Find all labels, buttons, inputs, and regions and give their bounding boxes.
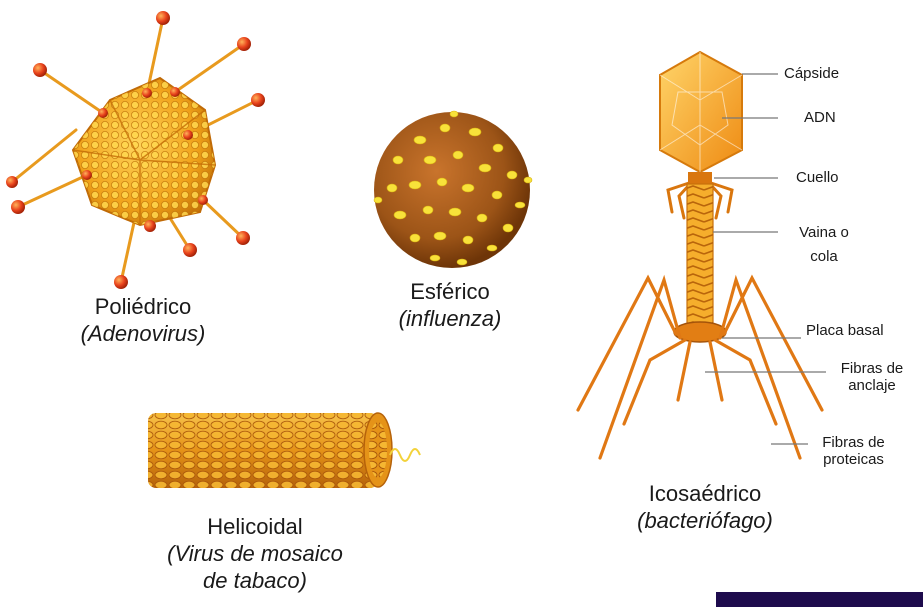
- label-anchor-fibers-line2: anclaje: [826, 377, 918, 394]
- label-dna: ADN: [804, 109, 836, 126]
- spherical-envelope: [374, 112, 530, 268]
- label-sheath-line1: Vaina o: [784, 224, 864, 241]
- icosahedral-name: Icosaédrico: [649, 481, 762, 506]
- label-protein-fibers: Fibras de proteicas: [806, 434, 901, 468]
- icosahedral-example: (bacteriófago): [600, 507, 810, 534]
- icosahedral-caption: Icosaédrico (bacteriófago): [600, 480, 810, 534]
- label-capsid: Cápside: [784, 65, 839, 82]
- helical-virus: [148, 413, 420, 488]
- helical-rna-strand: [390, 449, 420, 461]
- polyhedral-virus: [6, 11, 265, 289]
- label-protein-fibers-line1: Fibras de: [806, 434, 901, 451]
- spherical-virus: [374, 111, 532, 268]
- bottom-bar: [716, 592, 923, 607]
- label-anchor-fibers: Fibras de anclaje: [826, 360, 918, 394]
- label-anchor-fibers-line1: Fibras de: [826, 360, 918, 377]
- helical-example-line2: de tabaco): [155, 567, 355, 594]
- label-neck: Cuello: [796, 169, 839, 186]
- label-sheath: Vaina o cola: [784, 224, 864, 265]
- label-protein-fibers-line2: proteicas: [806, 451, 901, 468]
- helical-caption: Helicoidal (Virus de mosaico de tabaco): [155, 513, 355, 594]
- polyhedral-name: Poliédrico: [95, 294, 192, 319]
- helical-name: Helicoidal: [207, 514, 302, 539]
- polyhedral-caption: Poliédrico (Adenovirus): [58, 293, 228, 347]
- helical-example-line1: (Virus de mosaico: [155, 540, 355, 567]
- spherical-name: Esférico: [410, 279, 489, 304]
- phage-capsid: [660, 52, 742, 172]
- spherical-caption: Esférico (influenza): [370, 278, 530, 332]
- spherical-example: (influenza): [370, 305, 530, 332]
- polyhedral-example: (Adenovirus): [58, 320, 228, 347]
- phage-base-plate: [674, 322, 726, 342]
- label-sheath-line2: cola: [784, 248, 864, 265]
- label-base-plate: Placa basal: [806, 322, 884, 339]
